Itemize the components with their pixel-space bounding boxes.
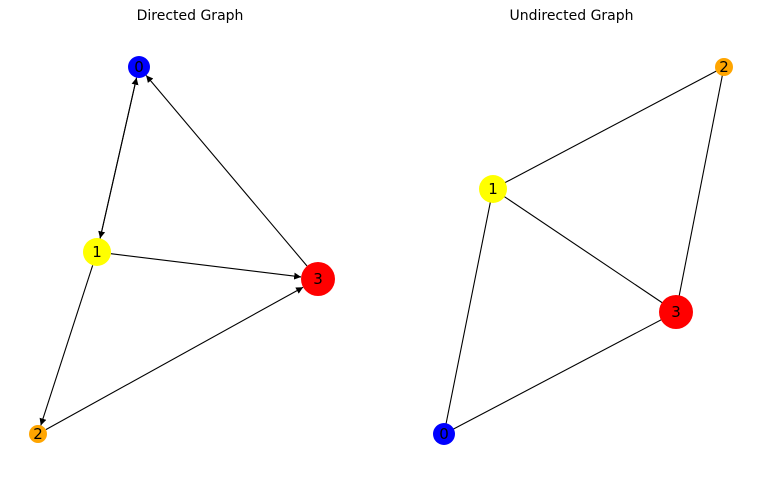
edge-1-2 (492, 66, 725, 190)
node-label-1: 1 (92, 243, 102, 261)
undirected-graph-canvas: 0 1 2 3 (433, 58, 733, 445)
node-1 (83, 238, 111, 266)
edge-1-3 (492, 188, 677, 313)
edge-2-3 (675, 66, 725, 313)
directed-nodes: 0 1 2 3 (29, 56, 335, 443)
edge-3-0 (145, 75, 308, 267)
node-label-1: 1 (488, 180, 498, 198)
node-2 (29, 425, 47, 443)
directed-graph-canvas: 0 1 2 3 (29, 56, 335, 443)
node-label-2: 2 (719, 58, 729, 76)
node-0 (128, 56, 150, 78)
node-2 (715, 58, 733, 76)
node-1 (479, 175, 507, 203)
undirected-graph-panel: Undirected Graph 0 1 2 3 (380, 0, 763, 482)
edge-1-3 (110, 253, 302, 280)
directed-graph-title: Directed Graph (136, 8, 244, 24)
node-0 (433, 423, 455, 445)
directed-edges (39, 75, 308, 431)
node-3 (301, 262, 335, 296)
edge-1-0 (443, 188, 494, 435)
edge-2-3 (45, 286, 304, 431)
directed-graph-panel: Directed Graph 0 1 2 3 (0, 0, 380, 482)
undirected-graph-title: Undirected Graph (509, 8, 634, 24)
node-label-3: 3 (313, 270, 323, 288)
edge-0-1 (98, 77, 138, 239)
node-label-0: 0 (134, 58, 144, 76)
undirected-nodes: 0 1 2 3 (433, 58, 733, 445)
node-label-2: 2 (33, 425, 43, 443)
edge-1-2 (39, 265, 94, 426)
node-label-0: 0 (439, 425, 449, 443)
undirected-edges (443, 66, 725, 435)
edge-3-0 (443, 311, 677, 435)
node-3 (659, 295, 693, 329)
node-label-3: 3 (671, 303, 681, 321)
